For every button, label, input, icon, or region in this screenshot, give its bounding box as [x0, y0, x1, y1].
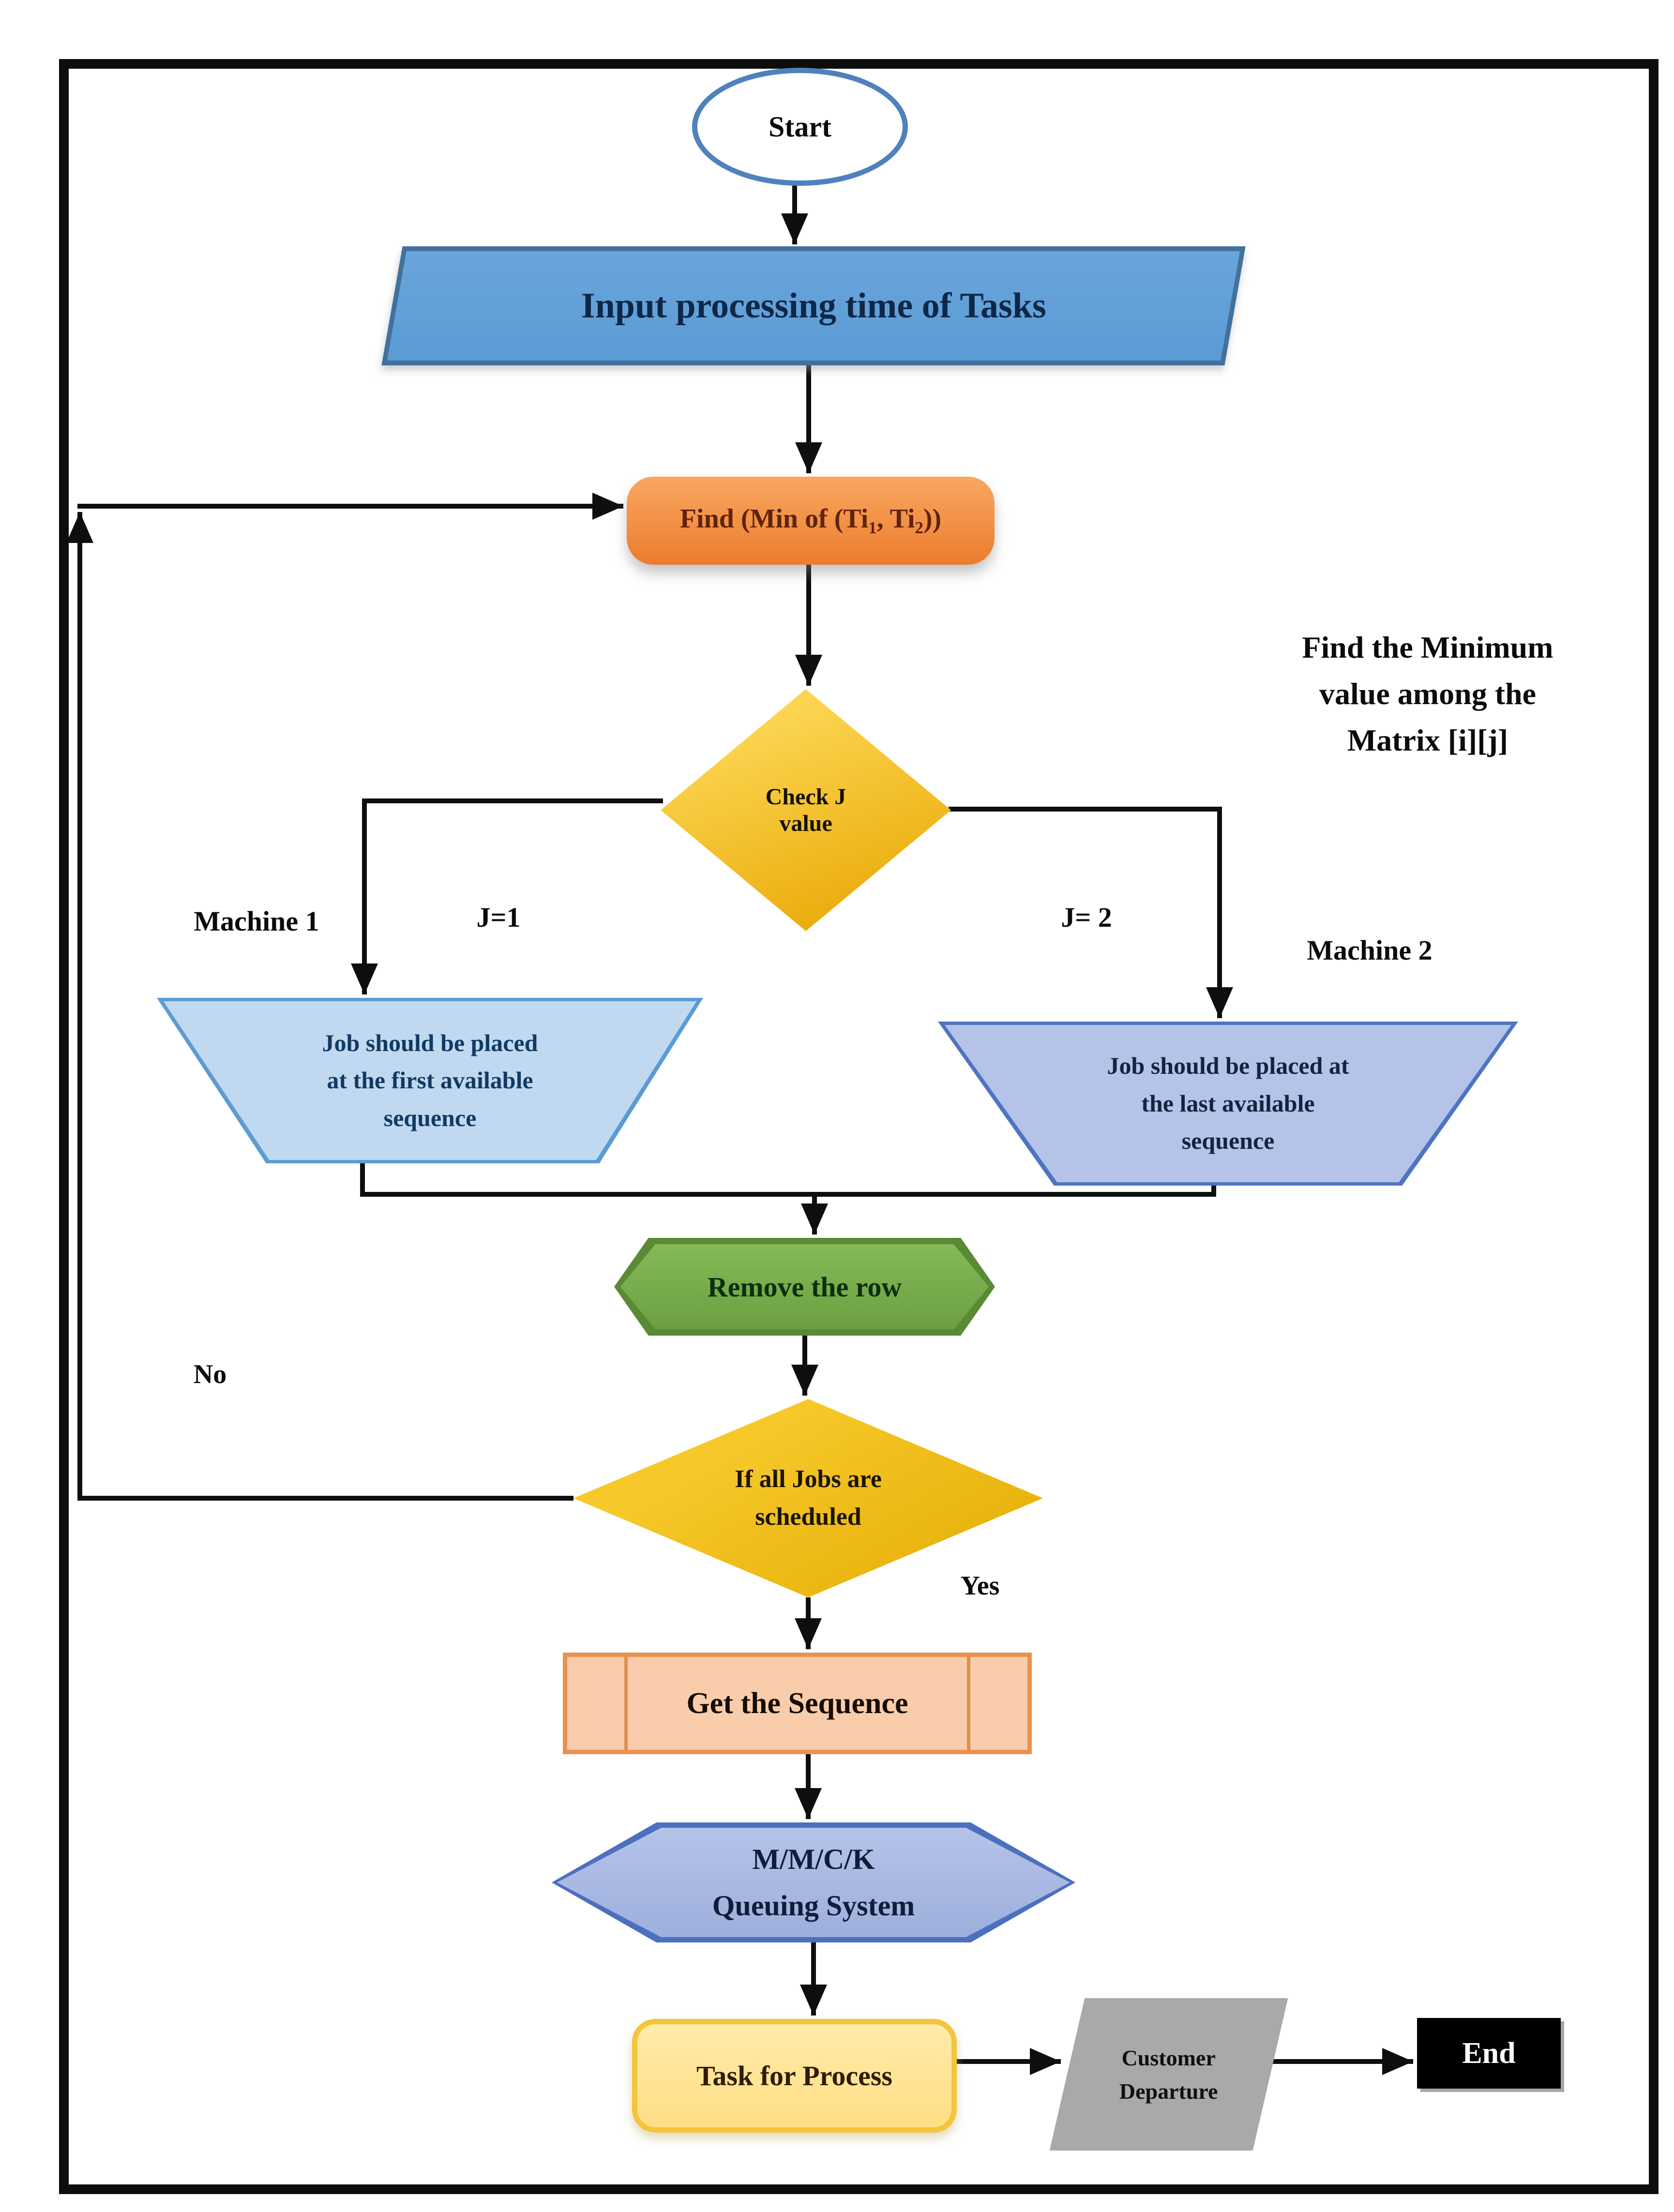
mmck-queuing-label: M/M/C/K Queuing System	[557, 1828, 1070, 1937]
find-min-label: Find (Min of (Ti1, Ti2))	[679, 504, 942, 538]
task-for-process-label: Task for Process	[696, 2060, 892, 2092]
connector-no-loop-up	[66, 512, 573, 1501]
connector-checkj-lefttrap	[351, 798, 663, 994]
all-jobs-scheduled-label: If all Jobs are scheduled	[735, 1465, 882, 1531]
end-label: End	[1462, 2036, 1516, 2070]
connector-trap-merge	[360, 1163, 1216, 1197]
first-sequence-label: Job should be placed at the first availa…	[163, 1001, 697, 1160]
connector-checkj-righttrap	[949, 807, 1233, 1018]
last-sequence-label: Job should be placed at the last availab…	[945, 1025, 1511, 1182]
no-branch-label: No	[193, 1359, 227, 1389]
remove-row-label: Remove the row	[620, 1244, 989, 1329]
mmck-queuing-node: M/M/C/K Queuing System	[552, 1822, 1075, 1942]
j-equals-2-label: J= 2	[1061, 901, 1112, 933]
start-label: Start	[769, 110, 831, 143]
check-j-label: Check J value	[765, 784, 846, 836]
annotation-note: Find the Minimum value among the Matrix …	[1302, 630, 1553, 757]
customer-departure-node: Customer Departure	[1049, 1998, 1288, 2151]
task-for-process-node: Task for Process	[632, 2019, 957, 2133]
customer-departure-label: Customer Departure	[1119, 2045, 1218, 2104]
remove-row-node: Remove the row	[614, 1238, 995, 1336]
get-sequence-label: Get the Sequence	[686, 1686, 908, 1720]
find-min-node: Find (Min of (Ti1, Ti2))	[627, 477, 995, 565]
start-node: Start	[692, 68, 908, 186]
j-equals-1-label: J=1	[476, 901, 521, 933]
get-sequence-right-bar	[967, 1657, 970, 1750]
last-sequence-node: Job should be placed at the last availab…	[938, 1022, 1518, 1186]
input-processing-label: Input processing time of Tasks	[581, 286, 1046, 326]
yes-branch-label: Yes	[960, 1571, 1000, 1601]
first-sequence-node: Job should be placed at the first availa…	[157, 998, 703, 1163]
machine1-label: Machine 1	[194, 905, 319, 937]
machine2-label: Machine 2	[1307, 934, 1433, 966]
end-node: End	[1417, 2018, 1561, 2089]
get-sequence-left-bar	[624, 1657, 628, 1750]
page-border	[59, 59, 1659, 2194]
input-processing-node: Input processing time of Tasks	[381, 246, 1246, 365]
get-sequence-node: Get the Sequence	[563, 1653, 1032, 1754]
